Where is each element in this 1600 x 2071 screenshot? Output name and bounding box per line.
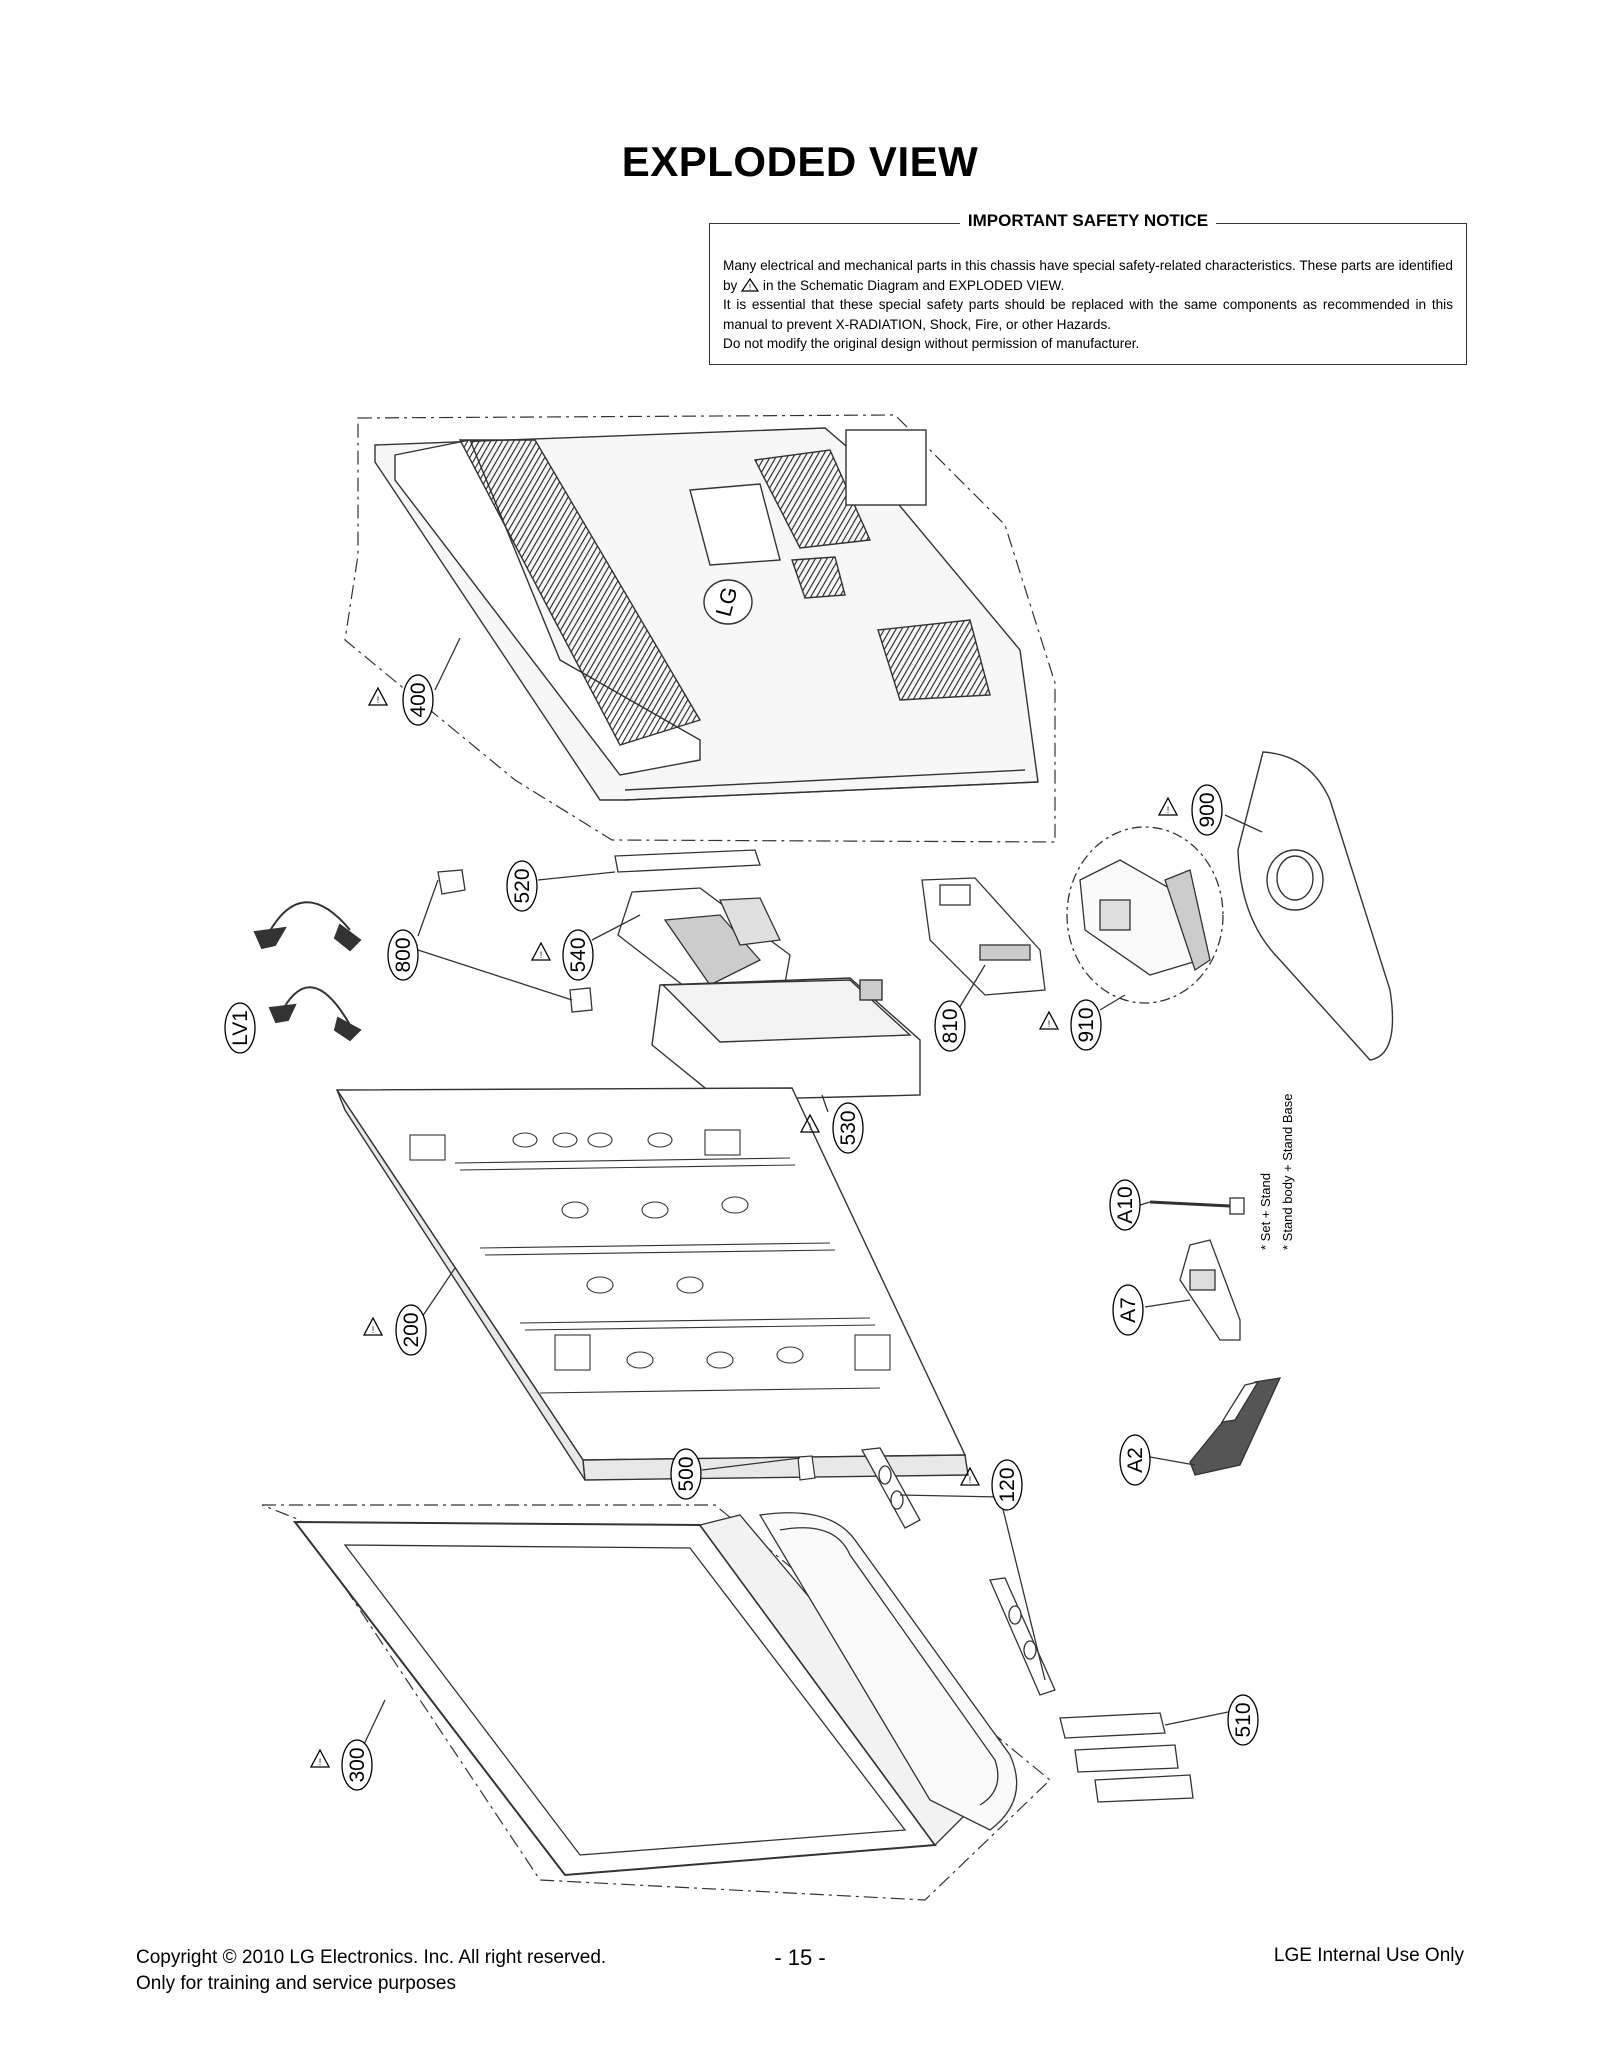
footer-purpose: Only for training and service purposes xyxy=(136,1973,456,1994)
notice-line3: Do not modify the original design withou… xyxy=(723,336,1140,351)
warning-triangle-icon-910 xyxy=(1039,1011,1059,1030)
bracket-part-810 xyxy=(921,877,1046,996)
notice-line1a: Many electrical and mechanical parts in … xyxy=(723,258,1453,293)
stand-screw-part-a10 xyxy=(1149,1197,1245,1215)
callout-500: 500 xyxy=(670,1448,702,1500)
callout-910-label: 910 xyxy=(1075,1007,1098,1042)
footer-copyright: Copyright © 2010 LG Electronics. Inc. Al… xyxy=(136,1947,607,1968)
callout-a2-label: A2 xyxy=(1124,1447,1147,1473)
lvds-cable-part-lv1 xyxy=(253,901,362,1042)
safety-notice-box: IMPORTANT SAFETY NOTICE Many electrical … xyxy=(709,211,1467,365)
stand-base-part-900 xyxy=(1237,751,1394,1061)
power-supply-part-530 xyxy=(651,977,921,1101)
stand-note-set: * Set + Stand xyxy=(1258,1173,1273,1250)
callout-200: 200 xyxy=(395,1304,427,1356)
speaker-part-120 xyxy=(860,1447,1056,1696)
callout-910: 910 xyxy=(1070,999,1102,1051)
callout-120-label: 120 xyxy=(996,1467,1019,1502)
io-bracket-part-520 xyxy=(614,849,761,873)
callout-800: 800 xyxy=(387,929,419,981)
callout-200-label: 200 xyxy=(400,1312,423,1347)
callout-900-label: 900 xyxy=(1196,792,1219,827)
warning-triangle-icon-540 xyxy=(531,942,551,961)
callout-810: 810 xyxy=(934,1000,966,1052)
callout-lv1-label: LV1 xyxy=(229,1010,252,1046)
callout-810-label: 810 xyxy=(939,1008,962,1043)
callouts: 400 900 520 800 540 LV1 810 xyxy=(224,674,1259,1791)
warning-triangle-icon-300 xyxy=(310,1749,330,1768)
warning-triangle-icon-200 xyxy=(363,1317,383,1336)
lcd-panel-part-200 xyxy=(335,1087,969,1481)
callout-300: 300 xyxy=(341,1739,373,1791)
callout-400-label: 400 xyxy=(407,682,430,717)
callout-400: 400 xyxy=(402,674,434,726)
clip-part-800 xyxy=(437,869,593,1013)
callout-lv1: LV1 xyxy=(224,1002,256,1054)
callout-a2: A2 xyxy=(1119,1434,1151,1486)
stand-note-stand-body: * Stand body + Stand Base xyxy=(1280,1093,1295,1250)
callout-530: 530 xyxy=(832,1102,864,1154)
warning-triangle-icon-400 xyxy=(368,687,388,706)
callout-500-label: 500 xyxy=(675,1456,698,1491)
callout-900: 900 xyxy=(1191,784,1223,836)
ir-board-part-500 xyxy=(797,1455,816,1481)
notice-line2: It is essential that these special safet… xyxy=(723,297,1453,332)
notice-line1b: in the Schematic Diagram and EXPLODED VI… xyxy=(762,277,1065,293)
callout-a7-label: A7 xyxy=(1117,1297,1140,1323)
callout-510: 510 xyxy=(1227,1694,1259,1746)
footer-internal-use: LGE Internal Use Only xyxy=(1273,1945,1464,1966)
back-cover-part-400 xyxy=(344,414,1056,843)
callout-800-label: 800 xyxy=(392,937,415,972)
page-title: EXPLODED VIEW xyxy=(621,138,979,185)
footer-copyright-block: Copyright © 2010 LG Electronics. Inc. Al… xyxy=(136,1945,606,1997)
svg-text:!: ! xyxy=(749,283,751,292)
front-bezel-part-300 xyxy=(261,1504,1051,1901)
safety-notice-body: Many electrical and mechanical parts in … xyxy=(723,256,1453,354)
warning-triangle-icon-900 xyxy=(1158,797,1178,816)
callout-a10: A10 xyxy=(1109,1179,1141,1231)
callout-530-label: 530 xyxy=(837,1110,860,1145)
stand-cover-part-a2 xyxy=(1189,1377,1282,1476)
warning-triangle-icon: ! xyxy=(741,277,760,292)
callout-510-label: 510 xyxy=(1232,1702,1255,1737)
callout-540-label: 540 xyxy=(567,937,590,972)
callout-520-label: 520 xyxy=(511,868,534,903)
safety-notice-heading: IMPORTANT SAFETY NOTICE xyxy=(959,211,1217,230)
page-number: - 15 - xyxy=(774,1945,826,1970)
callout-120: 120 xyxy=(991,1459,1023,1511)
stand-hinge-part-a7 xyxy=(1179,1239,1241,1341)
key-board-part-510 xyxy=(1059,1712,1194,1803)
callout-520: 520 xyxy=(506,860,538,912)
callout-300-label: 300 xyxy=(346,1747,369,1782)
callout-a7: A7 xyxy=(1112,1284,1144,1336)
callout-540: 540 xyxy=(562,929,594,981)
callout-a10-label: A10 xyxy=(1114,1186,1137,1223)
stand-neck-part-910 xyxy=(1066,826,1224,1004)
